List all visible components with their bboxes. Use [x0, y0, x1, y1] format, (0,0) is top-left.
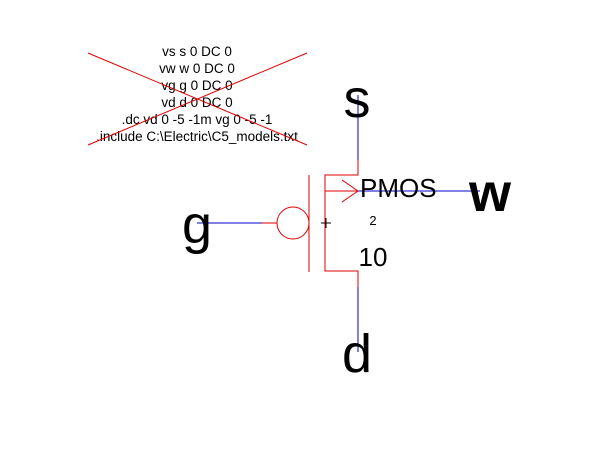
port-source-label[interactable]: s: [344, 69, 371, 129]
spice-line: .dc vd 0 -5 -1m vg 0 -5 -1: [122, 112, 273, 127]
inversion-bubble-icon: [276, 206, 310, 240]
strike-line: [87, 52, 308, 146]
port-gate-label[interactable]: g: [182, 195, 212, 255]
spice-line: vw w 0 DC 0: [159, 61, 235, 76]
spice-line: .include C:\Electric\C5_models.txt: [96, 129, 298, 144]
body-arrow-icon: [341, 179, 359, 203]
transistor-width: 10: [359, 242, 388, 272]
spice-line: vs s 0 DC 0: [162, 44, 232, 59]
transistor-length: 2: [369, 213, 376, 228]
port-drain-label[interactable]: d: [342, 324, 372, 384]
port-well-label[interactable]: w: [468, 163, 512, 223]
spice-line: vg g 0 DC 0: [161, 78, 232, 93]
spice-line: vd d 0 DC 0: [161, 95, 232, 110]
center-cross-icon: [321, 218, 331, 228]
transistor-type-label: PMOS: [360, 173, 437, 203]
spice-code-block[interactable]: vs s 0 DC 0 vw w 0 DC 0 vg g 0 DC 0 vd d…: [87, 44, 308, 146]
pmos-transistor[interactable]: [262, 160, 359, 287]
